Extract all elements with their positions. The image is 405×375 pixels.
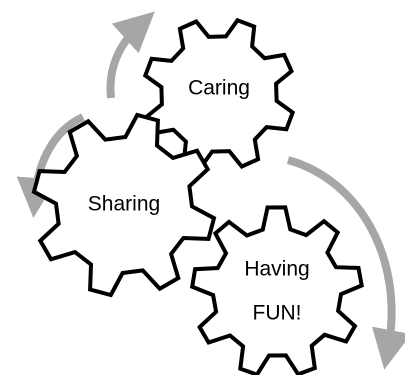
gear-sharing: Sharing bbox=[31, 112, 217, 298]
gear-label-sharing: Sharing bbox=[88, 193, 160, 216]
gear-icon bbox=[31, 112, 217, 298]
gear-label-having: Having bbox=[244, 258, 309, 281]
gear-icon bbox=[142, 17, 296, 171]
curved-arrow-top bbox=[106, 11, 155, 99]
gear-label-caring: Caring bbox=[188, 77, 250, 100]
gear-caring: Caring bbox=[142, 17, 296, 171]
gear-having-fun: Having FUN! bbox=[189, 205, 364, 375]
curved-arrow-right bbox=[286, 156, 405, 370]
gear-icon bbox=[189, 205, 364, 375]
gear-label-fun: FUN! bbox=[253, 302, 302, 325]
